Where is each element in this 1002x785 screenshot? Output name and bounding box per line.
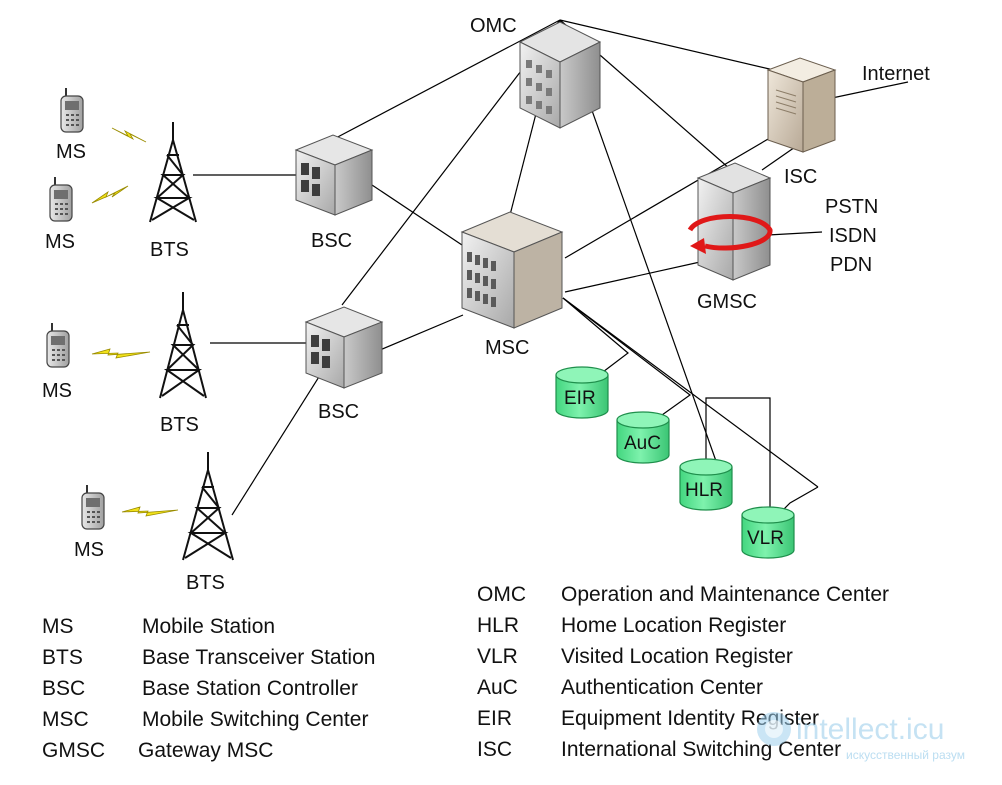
- legend-desc: Mobile Station: [142, 615, 276, 638]
- hlr-label: HLR: [685, 480, 723, 501]
- legend-abbr: MSC: [42, 708, 89, 731]
- watermark-logo: intellect.icu искусственный разум: [757, 712, 965, 762]
- radio-link-icons: [91, 127, 179, 517]
- phone-icon-3: [46, 323, 70, 368]
- legend-row: BTS Base Transceiver Station: [42, 642, 375, 673]
- msc-node: MSC: [460, 211, 564, 359]
- auc-label: AuC: [624, 433, 661, 454]
- database-auc: AuC: [616, 411, 670, 464]
- lightning-icon-4: [121, 506, 179, 517]
- legend-row: OMC Operation and Maintenance Center: [477, 579, 889, 610]
- legend-abbr: AuC: [477, 676, 518, 699]
- watermark-tagline: искусственный разум: [846, 748, 965, 762]
- bts-tower-3: [182, 452, 234, 561]
- legend-desc: Home Location Register: [561, 614, 787, 637]
- legend-row: HLR Home Location Register: [477, 610, 889, 641]
- legend-row: MS Mobile Station: [42, 611, 375, 642]
- ms-label-3: MS: [42, 380, 72, 402]
- bts-tower-1: [149, 122, 197, 223]
- bts-tower-2: [159, 292, 207, 399]
- legend-row: GMSC Gateway MSC: [42, 735, 375, 766]
- legend-desc: Authentication Center: [561, 676, 763, 699]
- eir-label: EIR: [564, 388, 596, 409]
- legend-row: VLR Visited Location Register: [477, 641, 889, 672]
- legend-abbr: BSC: [42, 677, 86, 700]
- legend-row: BSC Base Station Controller: [42, 673, 375, 704]
- legend-left: MS Mobile Station BTS Base Transceiver Sta…: [42, 611, 375, 766]
- pdn-label: PDN: [830, 254, 872, 276]
- bts-label-3: BTS: [186, 572, 225, 594]
- legend-desc: Equipment Identity Register: [561, 707, 819, 730]
- watermark-logo-text: intellect.icu: [796, 713, 944, 746]
- isc-node: ISC: [766, 57, 837, 188]
- ms-label-2: MS: [45, 231, 75, 253]
- bsc-node-1: BSC: [294, 134, 374, 252]
- legend-abbr: EIR: [477, 707, 513, 730]
- gmsc-label: GMSC: [697, 291, 757, 313]
- bsc-node-2: BSC: [304, 306, 384, 423]
- internet-label: Internet: [862, 63, 930, 85]
- gmsc-node: GMSC: [687, 162, 773, 313]
- database-vlr: VLR: [741, 506, 795, 559]
- ms-label-1: MS: [56, 141, 86, 163]
- bts-label-1: BTS: [150, 239, 189, 261]
- legend-desc: Base Transceiver Station: [142, 646, 376, 669]
- gmsc-rotation-arrow: [687, 214, 773, 251]
- legend-desc: Gateway MSC: [138, 739, 274, 762]
- isdn-label: ISDN: [829, 225, 877, 247]
- phone-icon-2: [49, 177, 73, 222]
- msc-label: MSC: [485, 337, 529, 359]
- lightning-icon-2: [91, 185, 129, 204]
- phone-icon-4: [81, 485, 105, 530]
- bsc-label-2: BSC: [318, 401, 359, 423]
- legend-abbr: MS: [42, 615, 74, 638]
- omc-label: OMC: [470, 15, 517, 37]
- legend-desc: Visited Location Register: [561, 645, 793, 668]
- legend-row: AuC Authentication Center: [477, 672, 889, 703]
- isc-label: ISC: [784, 166, 817, 188]
- pstn-label: PSTN: [825, 196, 878, 218]
- legend-abbr: BTS: [42, 646, 83, 669]
- legend-abbr: OMC: [477, 583, 526, 606]
- legend-desc: Base Station Controller: [142, 677, 358, 700]
- database-eir: EIR: [555, 366, 609, 419]
- vlr-label: VLR: [747, 528, 784, 549]
- ms-label-4: MS: [74, 539, 104, 561]
- legend-row: EIR Equipment Identity Register: [477, 703, 889, 734]
- legend-desc: Operation and Maintenance Center: [561, 583, 890, 606]
- phone-icon-1: [60, 88, 84, 133]
- legend-abbr: ISC: [477, 738, 513, 761]
- legend-row: MSC Mobile Switching Center: [42, 704, 375, 735]
- legend-abbr: VLR: [477, 645, 518, 668]
- lightning-icon-3: [91, 348, 151, 359]
- lightning-icon-1: [111, 127, 147, 143]
- omc-node: OMC: [470, 15, 602, 129]
- legend-abbr: HLR: [477, 614, 520, 637]
- database-hlr: HLR: [679, 458, 733, 511]
- legend-abbr: GMSC: [42, 739, 105, 762]
- bts-label-2: BTS: [160, 414, 199, 436]
- bsc-label-1: BSC: [311, 230, 352, 252]
- legend-desc: Mobile Switching Center: [142, 708, 369, 731]
